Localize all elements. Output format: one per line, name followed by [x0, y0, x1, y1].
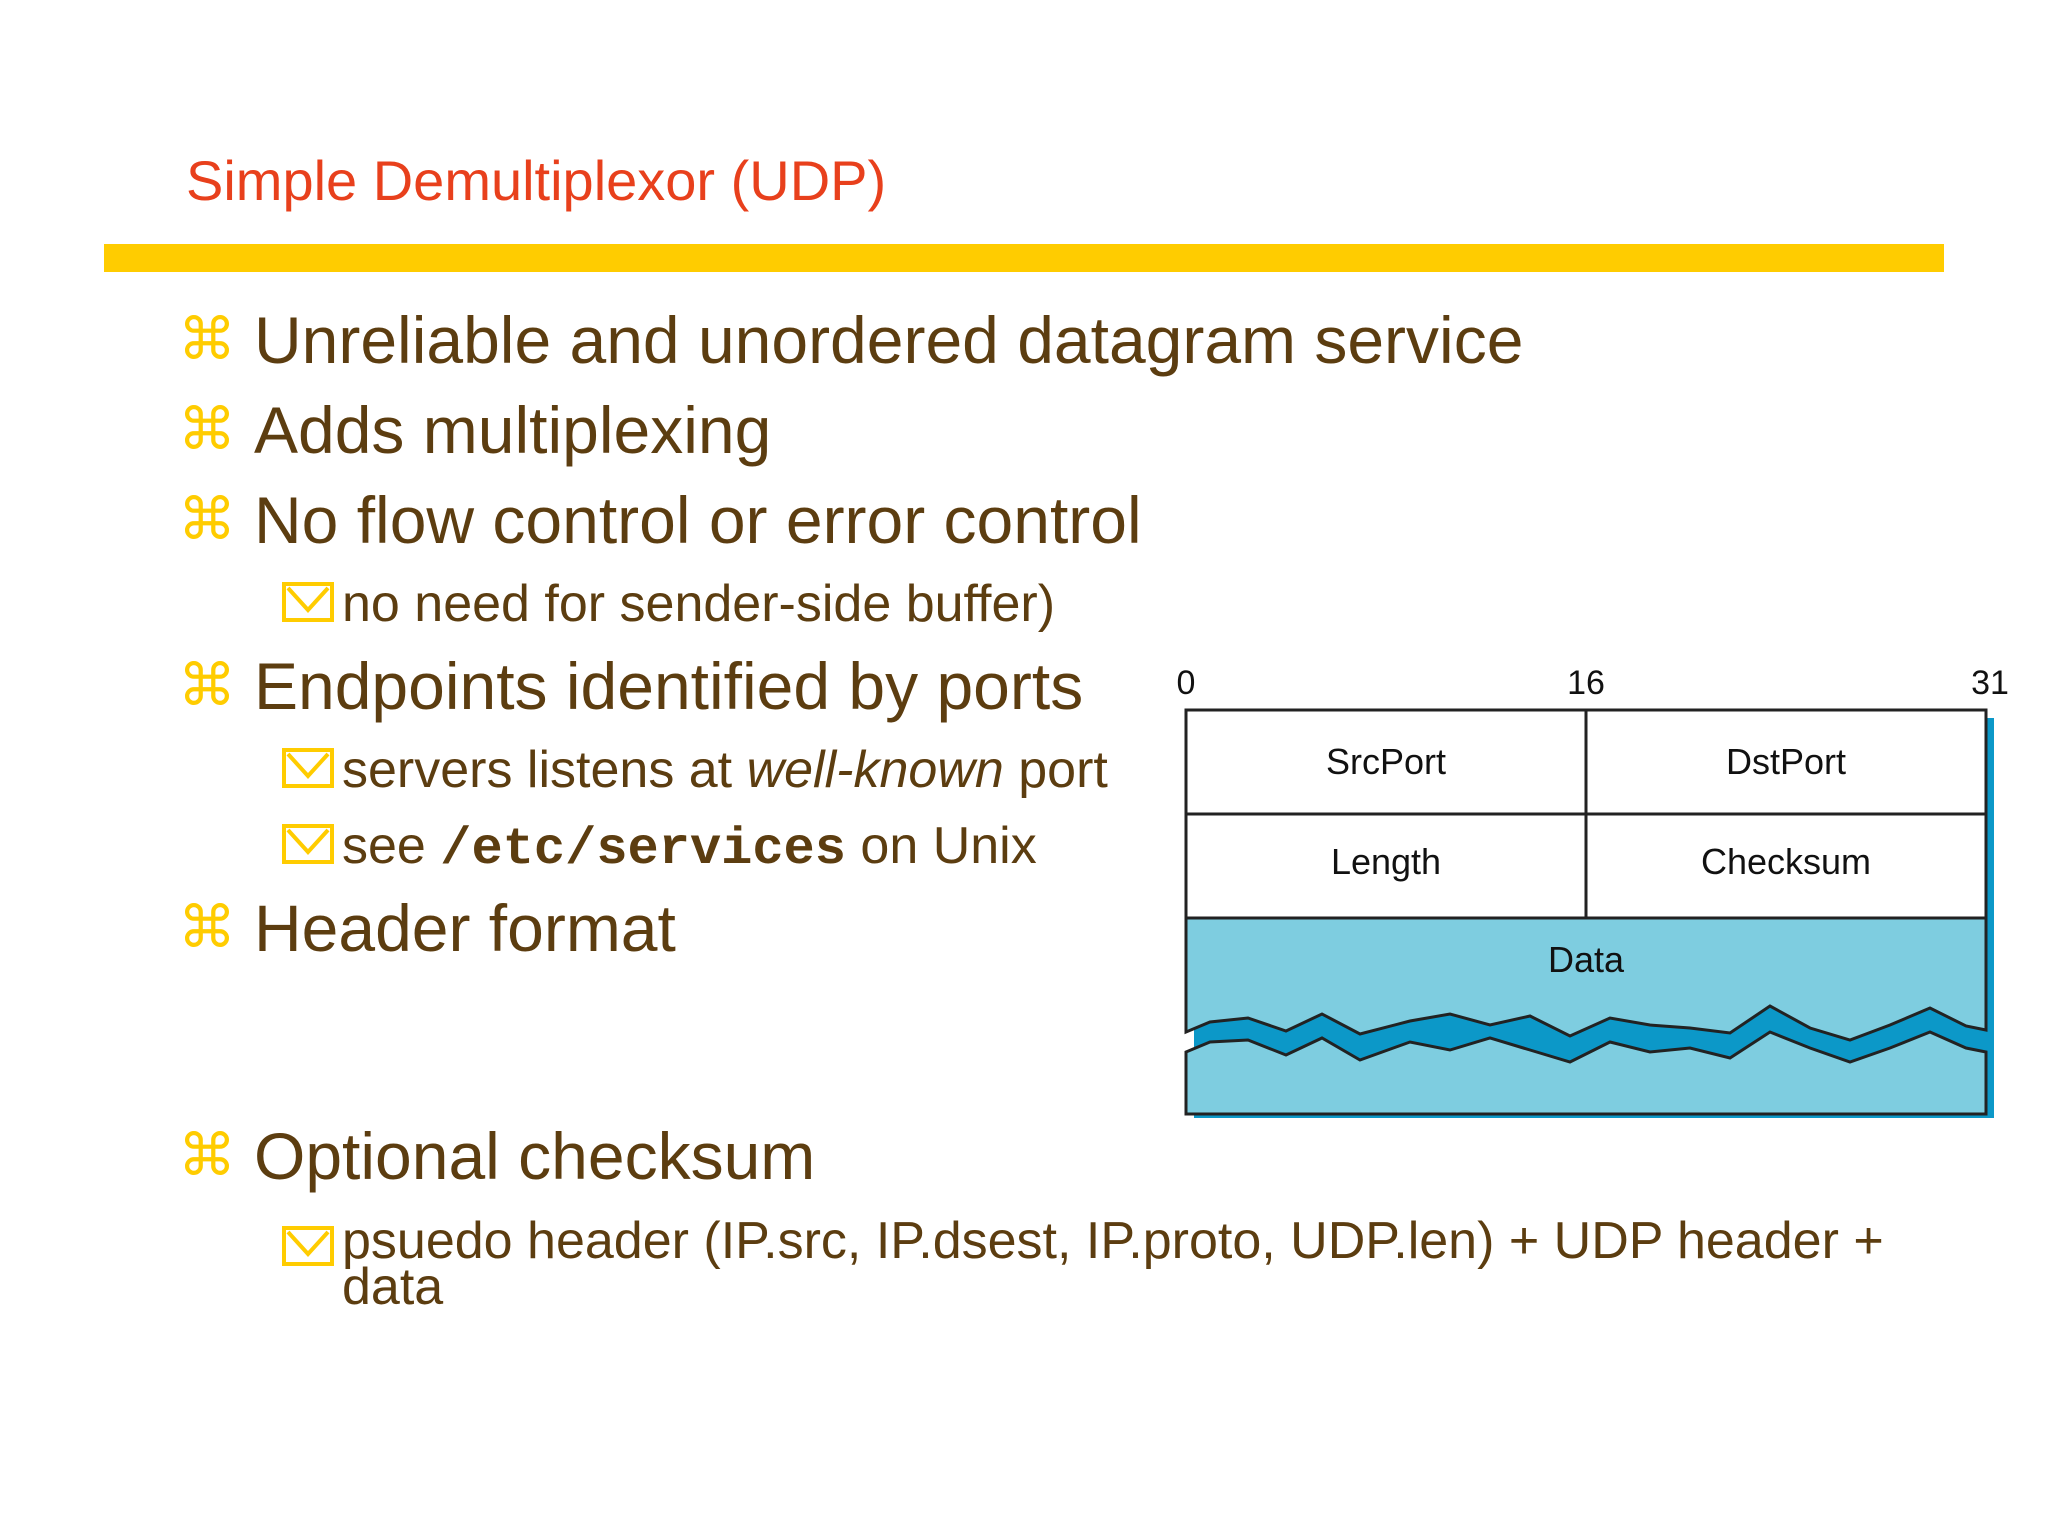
command-key-icon: ⌘ [178, 895, 236, 960]
sub-bullet-text: no need for sender-side buffer) [342, 575, 1056, 633]
title-rule [104, 244, 1944, 272]
bullet-item: ⌘ Unreliable and unordered datagram serv… [178, 302, 1523, 378]
sub-bullet-item: no need for sender-side buffer) [282, 574, 1055, 634]
checkbox-icon [282, 582, 334, 622]
command-key-icon: ⌘ [178, 397, 236, 462]
bullet-item: ⌘ Adds multiplexing [178, 392, 771, 468]
data-area-bottom [1184, 1030, 1988, 1116]
bullet-item: ⌘ Endpoints identified by ports [178, 648, 1083, 724]
field-checksum: Checksum [1701, 841, 1871, 882]
slide-title: Simple Demultiplexor (UDP) [186, 149, 887, 212]
field-src-port: SrcPort [1326, 741, 1446, 782]
sub-bullet-text: see /etc/services on Unix [342, 817, 1037, 879]
bit-label-start: 0 [1177, 664, 1196, 702]
sub-bullet-text: servers listens at well-known port [342, 741, 1108, 799]
command-key-icon: ⌘ [178, 307, 236, 372]
bullet-text: Header format [254, 891, 676, 965]
sub-bullet-item: psuedo header (IP.src, IP.dsest, IP.prot… [282, 1212, 1892, 1316]
bit-label-end: 31 [1971, 664, 2009, 702]
bullet-item: ⌘ Header format [178, 890, 676, 966]
field-dst-port: DstPort [1726, 741, 1846, 782]
command-key-icon: ⌘ [178, 653, 236, 718]
code-path: /etc/services [440, 820, 846, 879]
bullet-text: No flow control or error control [254, 483, 1142, 557]
bullet-text: Endpoints identified by ports [254, 649, 1084, 723]
field-data: Data [1548, 939, 1625, 980]
checkbox-icon [282, 1226, 334, 1266]
bullet-text: Optional checksum [254, 1119, 816, 1193]
command-key-icon: ⌘ [178, 1123, 236, 1188]
data-area-top [1184, 916, 1988, 1042]
bullet-text: Unreliable and unordered datagram servic… [254, 303, 1524, 377]
bullet-text: Adds multiplexing [254, 393, 772, 467]
udp-header-diagram: 0 16 31 SrcPort DstPort Length Checksum … [1177, 664, 2009, 1118]
command-key-icon: ⌘ [178, 487, 236, 552]
checkbox-icon [282, 748, 334, 788]
bit-label-mid: 16 [1567, 664, 1605, 702]
sub-bullet-item: servers listens at well-known port [282, 740, 1108, 800]
sub-bullet-item: see /etc/services on Unix [282, 816, 1037, 879]
bullet-item: ⌘ Optional checksum [178, 1118, 815, 1194]
field-length: Length [1331, 841, 1441, 882]
bullet-item: ⌘ No flow control or error control [178, 482, 1142, 558]
checkbox-icon [282, 824, 334, 864]
sub-bullet-text: psuedo header (IP.src, IP.dsest, IP.prot… [342, 1212, 1884, 1316]
